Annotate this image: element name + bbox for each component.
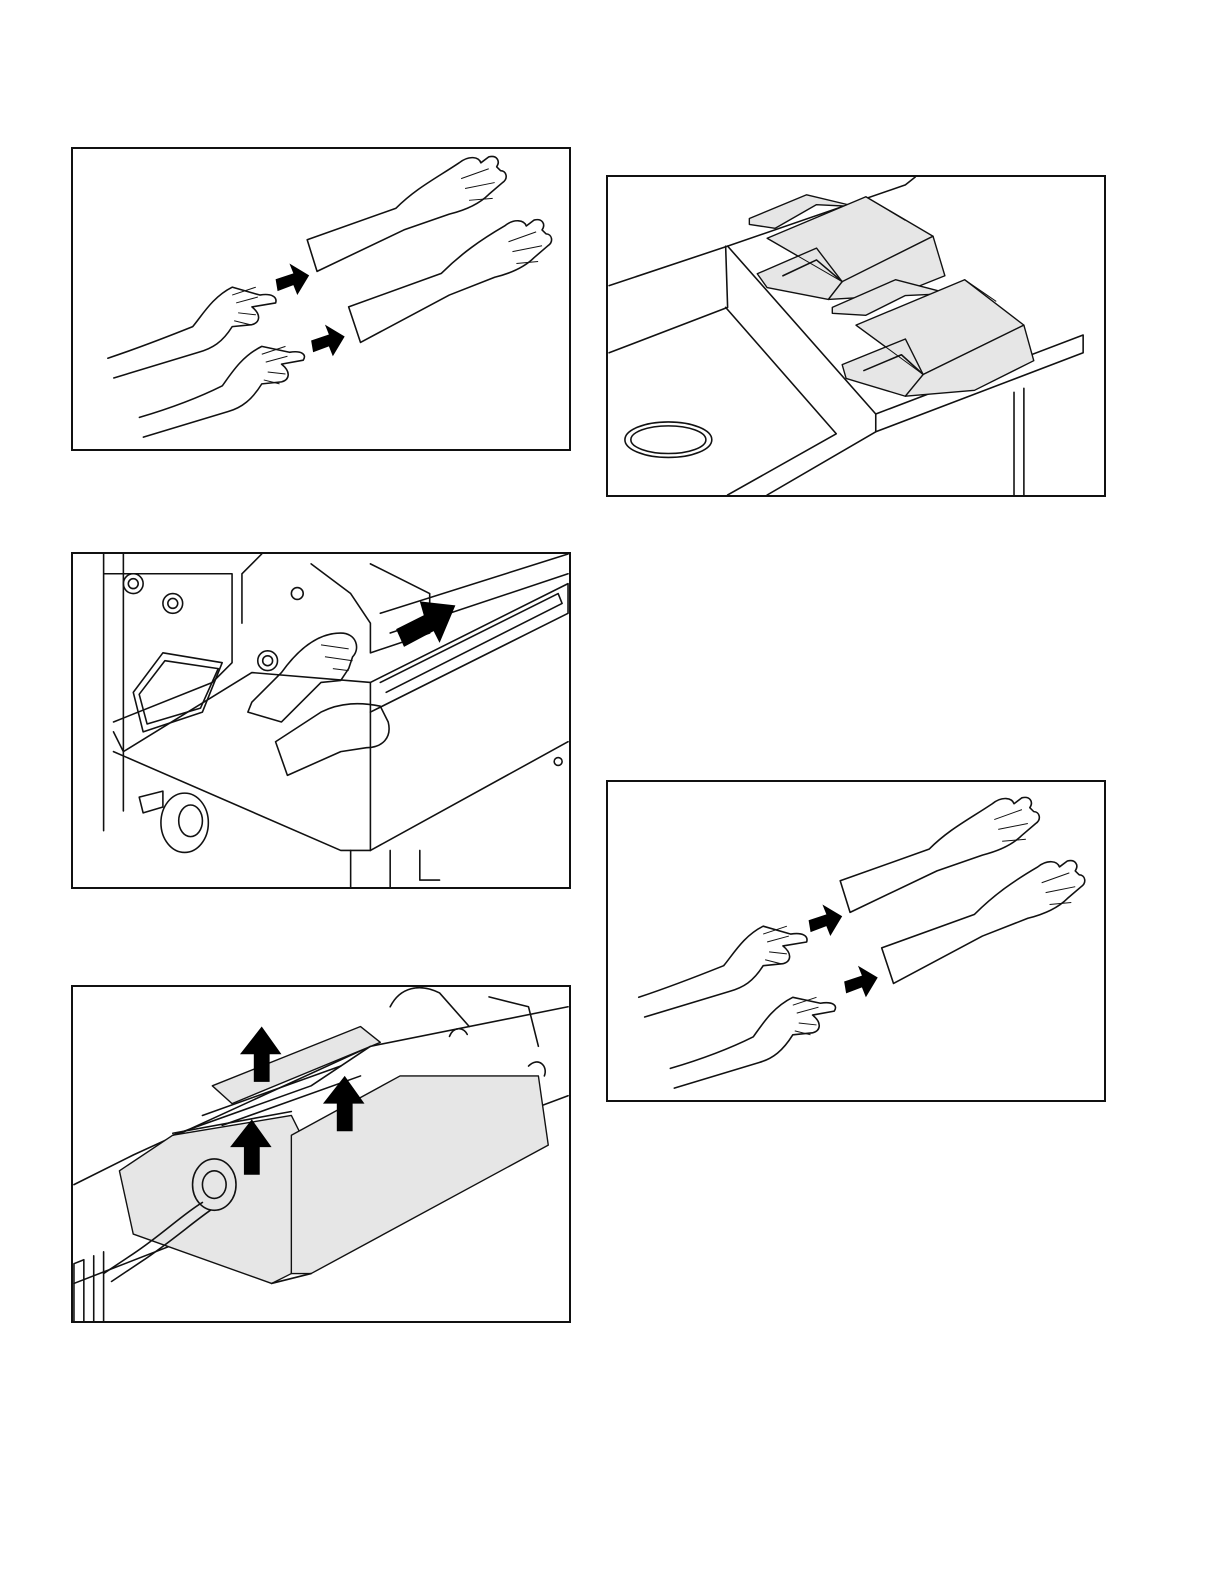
bare-hand-upper	[108, 287, 276, 378]
gloves-illustration	[73, 149, 569, 449]
figure-pull-out-panel	[71, 552, 571, 889]
right-arrow-icon	[396, 601, 455, 646]
figure-lift-platen-covers	[71, 985, 571, 1323]
right-arrow-icon	[809, 904, 878, 997]
glove-icon	[840, 797, 1085, 983]
platen-illustration	[73, 987, 569, 1321]
hand-icon	[248, 633, 389, 775]
figure-put-on-gloves-bottom	[606, 780, 1106, 1102]
figure-put-on-gloves-top	[71, 147, 571, 451]
machine-illustration	[73, 554, 569, 887]
figure-gloves-on-counter	[606, 175, 1106, 497]
counter-illustration	[608, 177, 1104, 495]
glove-icon	[307, 157, 551, 343]
bare-hand-lower	[139, 346, 304, 437]
right-arrow-icon	[276, 263, 345, 356]
machine-body	[104, 554, 568, 887]
wheel-icon	[139, 791, 208, 852]
glove-pack-icon	[749, 195, 1033, 396]
gloves-illustration	[608, 782, 1104, 1100]
bare-hand-lower	[670, 997, 835, 1088]
platen-icon	[74, 988, 568, 1321]
